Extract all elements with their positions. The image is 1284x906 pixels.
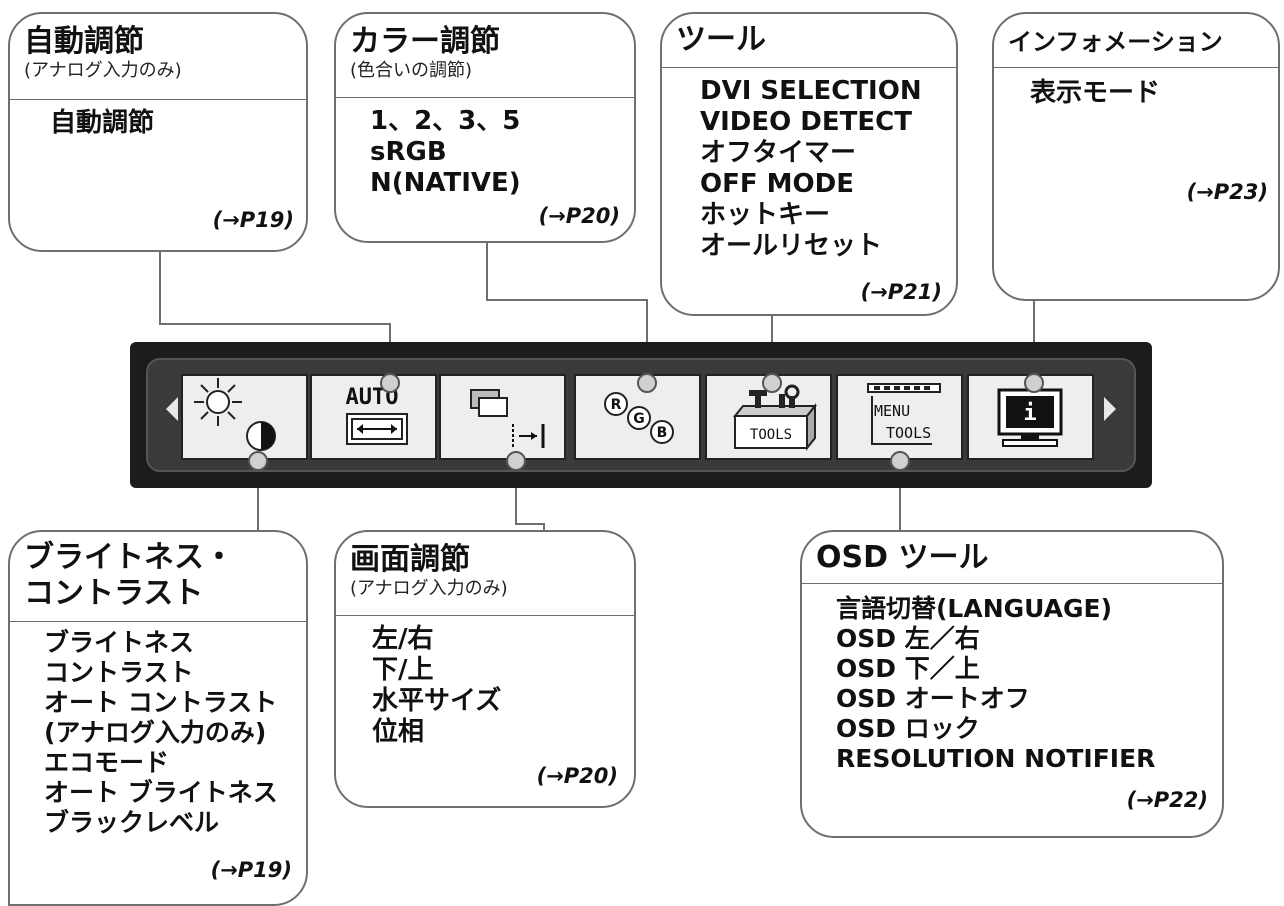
menu-item: RESOLUTION NOTIFIER <box>836 744 1156 773</box>
menu-item: オート ブライトネス <box>44 778 278 807</box>
box-subtitle: (アナログ入力のみ) <box>350 578 508 599</box>
information-box: インフォメーション 表示モード (→P23) <box>992 12 1280 301</box>
menu-item: OSD ロック <box>836 714 980 743</box>
box-title-line1: ブライトネス・ <box>24 540 234 575</box>
brightness-contrast-box: ブライトネス・ コントラスト ブライトネス コントラスト オート コントラスト … <box>8 530 308 906</box>
box-title: 画面調節 <box>350 542 470 577</box>
color-adjust-box: カラー調節 (色合いの調節) 1、2、3、5 sRGB N(NATIVE) (→… <box>334 12 636 243</box>
auto-adjust-box: 自動調節 (アナログ入力のみ) 自動調節 (→P19) <box>8 12 308 252</box>
auto-adjust-icon[interactable]: AUTO <box>310 374 437 460</box>
box-subtitle: (色合いの調節) <box>350 60 473 81</box>
osd-menu-label: MENU <box>874 402 910 420</box>
page-ref: (→P20) <box>538 204 620 228</box>
brightness-contrast-icon[interactable] <box>181 374 308 460</box>
menu-item: 1、2、3、5 <box>370 106 521 136</box>
info-i-label: i <box>1023 401 1036 426</box>
menu-item: ブライトネス <box>44 628 195 657</box>
page-ref: (→P20) <box>536 764 618 788</box>
box-title: ツール <box>676 22 766 57</box>
osd-tools-icon[interactable]: MENU TOOLS <box>836 374 963 460</box>
menu-item: オート コントラスト <box>44 688 278 717</box>
box-subtitle: (アナログ入力のみ) <box>24 60 182 81</box>
menu-item: オールリセット <box>700 231 883 261</box>
menu-item: OSD 左／右 <box>836 624 980 653</box>
menu-item: エコモード <box>44 748 170 777</box>
menu-item: ブラックレベル <box>44 808 220 837</box>
menu-item: 下/上 <box>372 655 434 685</box>
page-ref: (→P19) <box>212 208 294 232</box>
box-title: インフォメーション <box>1008 28 1223 56</box>
page-ref: (→P19) <box>210 858 292 882</box>
osd-tools-label: TOOLS <box>886 424 931 442</box>
menu-item: OSD オートオフ <box>836 684 1030 713</box>
page-ref: (→P22) <box>1126 788 1208 812</box>
box-title-line2: コントラスト <box>24 576 204 611</box>
color-rgb-icon[interactable]: R G B <box>574 374 701 460</box>
tools-box: ツール DVI SELECTION VIDEO DETECT オフタイマー OF… <box>660 12 958 316</box>
rgb-b-label: B <box>657 425 668 441</box>
menu-item: 表示モード <box>1030 78 1161 108</box>
tools-label: TOOLS <box>750 427 792 443</box>
menu-item: DVI SELECTION <box>700 76 922 106</box>
menu-item: ホットキー <box>700 200 831 230</box>
box-title: 自動調節 <box>24 24 144 59</box>
box-title: カラー調節 <box>350 24 500 59</box>
screen-adjust-icon[interactable] <box>439 374 566 460</box>
left-arrow-icon[interactable] <box>166 397 178 421</box>
menu-item: コントラスト <box>44 658 194 687</box>
rgb-r-label: R <box>611 397 622 413</box>
box-title: OSD ツール <box>816 540 989 575</box>
menu-item: N(NATIVE) <box>370 168 521 198</box>
menu-item: VIDEO DETECT <box>700 107 912 137</box>
menu-item: OFF MODE <box>700 169 854 199</box>
menu-item: 水平サイズ <box>372 686 502 716</box>
osd-tools-box: OSD ツール 言語切替(LANGUAGE) OSD 左／右 OSD 下／上 O… <box>800 530 1224 838</box>
menu-item: 自動調節 <box>50 108 155 138</box>
page-ref: (→P21) <box>860 280 942 304</box>
menu-item: (アナログ入力のみ) <box>44 718 267 747</box>
menu-item: sRGB <box>370 137 447 167</box>
rgb-g-label: G <box>633 411 645 427</box>
menu-item: 左/右 <box>372 624 434 654</box>
menu-item: 言語切替(LANGUAGE) <box>836 594 1113 623</box>
page-ref: (→P23) <box>1186 180 1268 204</box>
menu-item: オフタイマー <box>700 138 857 168</box>
screen-adjust-box: 画面調節 (アナログ入力のみ) 左/右 下/上 水平サイズ 位相 (→P20) <box>334 530 636 808</box>
menu-item: OSD 下／上 <box>836 654 980 683</box>
right-arrow-icon[interactable] <box>1104 397 1116 421</box>
menu-item: 位相 <box>372 717 425 747</box>
